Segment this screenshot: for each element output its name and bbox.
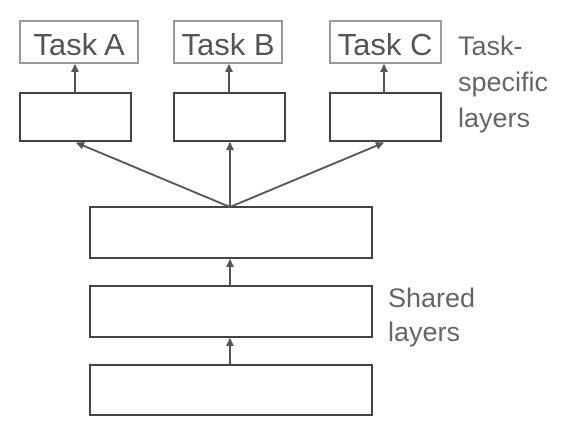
arrows: [71, 64, 388, 365]
task-specific-layers-label: Task- specific layers: [458, 31, 548, 133]
task-a-label: Task A: [33, 27, 125, 62]
shared-label-line-2: layers: [388, 317, 460, 347]
shared-layers-label: Shared layers: [388, 283, 475, 347]
task-b-box: [173, 20, 283, 64]
shared-layer-bottom-box: [89, 364, 373, 416]
task-c-layer-box: [329, 92, 442, 142]
shared-layer-top-box: [89, 206, 373, 259]
task-b-label: Task B: [181, 27, 274, 62]
task-a-layer-box: [19, 92, 132, 142]
task-b-layer-box: [173, 92, 286, 142]
task-specific-label-line-2: specific: [458, 67, 548, 97]
shared-layers: [89, 206, 373, 416]
task-specific-label-line-1: Task-: [458, 31, 523, 61]
task-c-box: [329, 20, 442, 64]
task-c-label: Task C: [338, 27, 433, 62]
shared-label-line-1: Shared: [388, 283, 475, 313]
arrow-shared-to-layer-a: [76, 142, 231, 208]
task-specific-label-line-3: layers: [458, 103, 530, 133]
task-specific-layers: [19, 92, 442, 142]
arrow-shared-to-layer-c: [229, 142, 384, 208]
task-a-box: [19, 20, 139, 64]
task-output-boxes: Task A Task B Task C: [19, 20, 442, 64]
shared-layer-middle-box: [89, 285, 373, 338]
